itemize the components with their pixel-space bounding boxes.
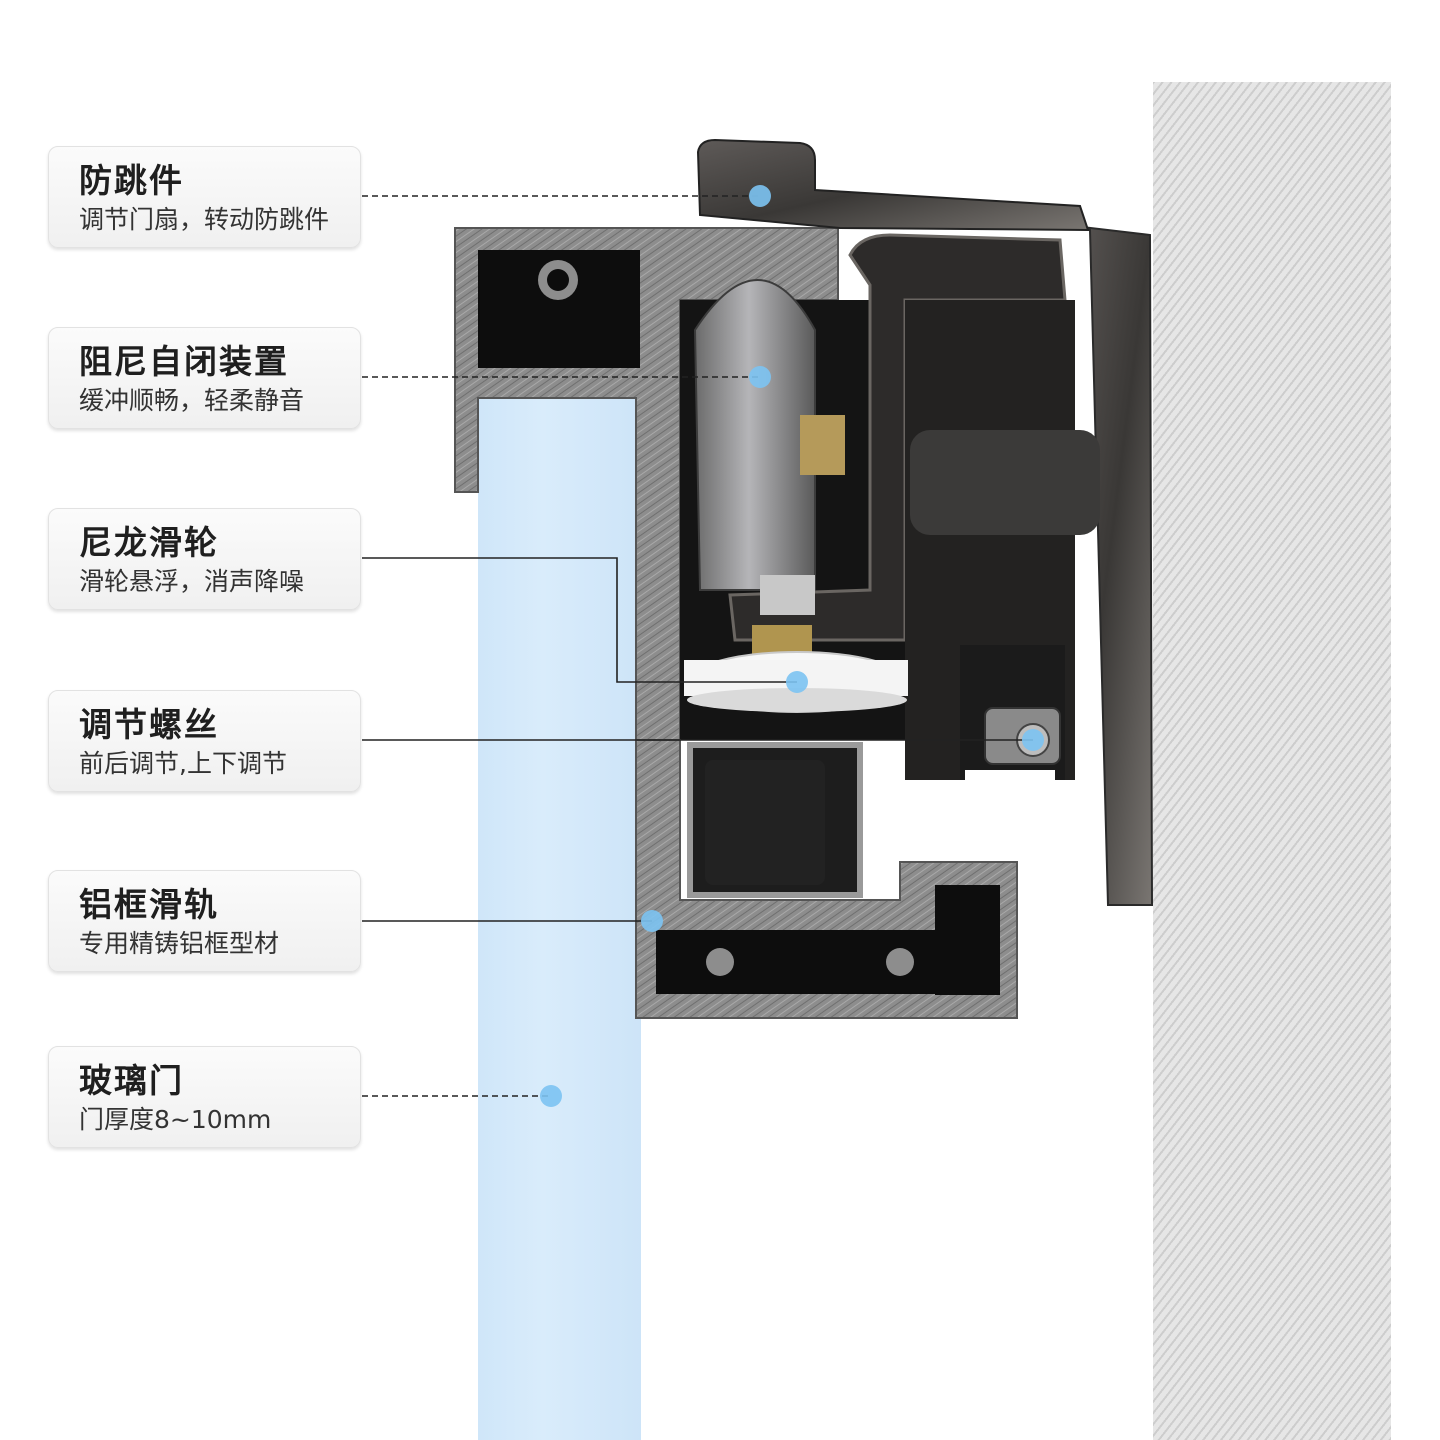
rail-block bbox=[705, 760, 825, 885]
hanger-arm bbox=[728, 233, 1067, 642]
marker-aluminum-rail bbox=[641, 910, 663, 932]
marker-glass-door bbox=[540, 1085, 562, 1107]
callout-glass-door: 玻璃门 门厚度8~10mm bbox=[48, 1046, 361, 1148]
callout-subtitle: 门厚度8~10mm bbox=[79, 1105, 272, 1134]
callout-anti-jump: 防跳件 调节门扇，转动防跳件 bbox=[48, 146, 361, 248]
callout-subtitle: 滑轮悬浮，消声降噪 bbox=[79, 567, 305, 596]
callout-nylon-pulley: 尼龙滑轮 滑轮悬浮，消声降噪 bbox=[48, 508, 361, 610]
anti-jump-clip bbox=[696, 138, 1090, 232]
damper-tube bbox=[693, 279, 816, 591]
damper-brass bbox=[800, 415, 845, 475]
marker-damper bbox=[749, 366, 771, 388]
callout-aluminum-rail: 铝框滑轨 专用精铸铝框型材 bbox=[48, 870, 361, 972]
callout-title: 玻璃门 bbox=[79, 1061, 184, 1100]
wall-panel bbox=[1153, 82, 1391, 1440]
callout-title: 尼龙滑轮 bbox=[79, 523, 219, 562]
callout-damper: 阻尼自闭装置 缓冲顺畅，轻柔静音 bbox=[48, 327, 361, 429]
callout-subtitle: 专用精铸铝框型材 bbox=[79, 929, 280, 958]
leader-line-nylon-pulley bbox=[362, 557, 797, 683]
marker-anti-jump bbox=[749, 185, 771, 207]
callout-subtitle: 调节门扇，转动防跳件 bbox=[79, 205, 330, 234]
pulley-axle bbox=[760, 575, 815, 615]
mechanism-cylinder bbox=[910, 430, 1100, 535]
glass-door-panel bbox=[478, 398, 641, 1440]
callout-title: 铝框滑轨 bbox=[79, 885, 219, 924]
callout-subtitle: 前后调节,上下调节 bbox=[79, 749, 287, 778]
marker-nylon-pulley bbox=[786, 671, 808, 693]
callout-title: 防跳件 bbox=[79, 161, 184, 200]
wall-bracket bbox=[1064, 224, 1154, 906]
callout-subtitle: 缓冲顺畅，轻柔静音 bbox=[79, 386, 305, 415]
callout-title: 调节螺丝 bbox=[79, 705, 219, 744]
callout-title: 阻尼自闭装置 bbox=[79, 342, 289, 381]
marker-adjust-screw bbox=[1022, 729, 1044, 751]
callout-adjust-screw: 调节螺丝 前后调节,上下调节 bbox=[48, 690, 361, 792]
